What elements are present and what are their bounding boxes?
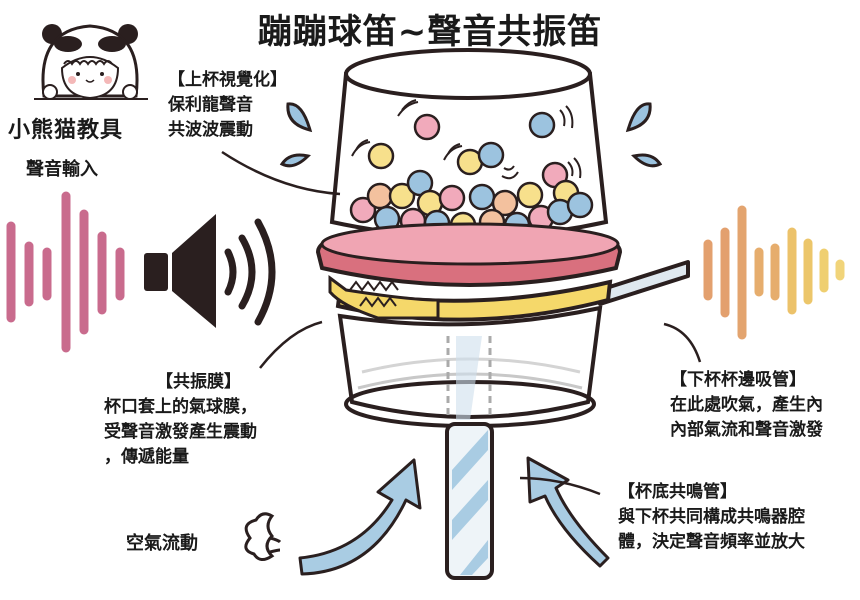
vibration-drops-icon — [279, 102, 663, 168]
callout-line: 杯口套上的氣球膜， — [104, 397, 257, 417]
callout-side-straw: 【下杯杯邊吸管】 在此處吹氣，產生內 內部氣流和聲音激發 — [670, 368, 823, 443]
panda-mascot-icon — [34, 24, 148, 100]
callout-heading: 【共振膜】 — [156, 372, 241, 392]
air-flow-label: 空氣流動 — [126, 533, 198, 554]
callout-leader-lines — [221, 150, 702, 496]
callout-bottom-tube: 【杯底共鳴管】 與下杯共同構成共鳴器腔 體，決定聲音頻率並放大 — [618, 480, 805, 555]
sound-wave-input-icon — [6, 191, 125, 353]
callout-line: 內部氣流和聲音激發 — [670, 420, 823, 440]
resonance-membrane — [315, 222, 623, 322]
callout-line: 受聲音激發產生震動 — [104, 422, 257, 442]
sound-input-label: 聲音輸入 — [26, 159, 98, 180]
callout-upper-cup: 【上杯視覺化】 保利龍聲音 共波波震動 — [168, 68, 287, 143]
callout-heading: 【杯底共鳴管】 — [618, 482, 737, 502]
callout-heading: 【下杯杯邊吸管】 — [670, 370, 806, 390]
callout-line: 共波波震動 — [168, 120, 253, 140]
callout-line: 在此處吹氣，產生內 — [670, 395, 823, 415]
callout-line: ，傳遞能量 — [104, 447, 189, 467]
air-puff-icon — [244, 512, 282, 561]
airflow-arrows-icon — [298, 456, 610, 576]
sound-wave-output-icon — [703, 205, 845, 340]
speaker-icon — [144, 214, 276, 328]
callout-line: 與下杯共同構成共鳴器腔 — [618, 507, 805, 527]
callout-heading: 【上杯視覺化】 — [168, 70, 287, 90]
callout-line: 體，決定聲音頻率並放大 — [618, 532, 805, 552]
lower-cup — [337, 305, 603, 428]
page-title: 蹦蹦球笛~聲音共振笛 — [257, 12, 603, 52]
bottom-resonance-tube — [445, 422, 494, 580]
callout-line: 保利龍聲音 — [168, 95, 253, 115]
brand-logo: 小熊猫教具 — [8, 118, 124, 143]
vibration-lines-icon — [351, 99, 582, 180]
callout-membrane: 【共振膜】 杯口套上的氣球膜， 受聲音激發產生震動 ，傳遞能量 — [104, 370, 257, 470]
